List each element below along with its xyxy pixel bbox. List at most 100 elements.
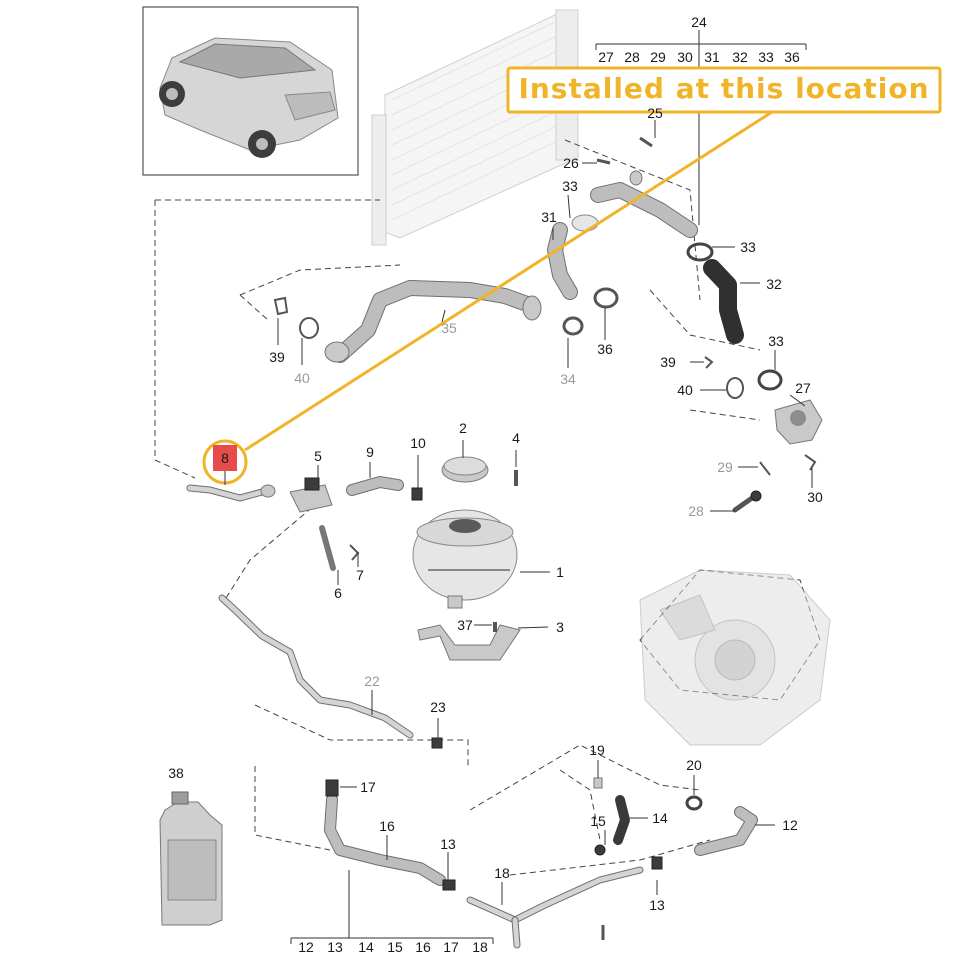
label-6: 6 [334,585,342,601]
label-37: 37 [457,617,473,633]
valve-5 [289,477,333,513]
label-28: 28 [688,503,704,519]
label-3: 3 [556,619,564,635]
label-15-group: 15 [387,939,403,955]
label-22: 22 [364,673,380,689]
label-25: 25 [647,105,663,121]
label-15: 15 [590,813,606,829]
label-14: 14 [652,810,668,826]
clamp-20 [685,795,703,811]
vehicle-thumbnail [142,6,359,176]
engine-icon [639,569,831,746]
label-38: 38 [168,765,184,781]
label-13-b: 13 [649,897,665,913]
label-36: 36 [597,341,613,357]
label-24: 24 [691,14,707,30]
ring-40 [299,317,744,399]
clip-30 [804,454,817,471]
location-callout: Installed at this location 8 [202,66,942,485]
hose-9 [346,476,404,496]
label-39-right: 39 [660,354,676,370]
label-29: 29 [717,459,733,475]
label-34: 34 [560,371,576,387]
label-30: 30 [807,489,823,505]
label-23: 23 [430,699,446,715]
label-30-group: 30 [677,49,693,65]
label-7: 7 [356,567,364,583]
label-1: 1 [556,564,564,580]
hose-35 [324,280,542,363]
label-2: 2 [459,420,467,436]
label-12-group: 12 [298,939,314,955]
label-13-group: 13 [327,939,343,955]
label-27: 27 [795,380,811,396]
hose-24 [590,170,698,238]
highlight-box [213,445,237,471]
label-10: 10 [410,435,426,451]
label-16-group: 16 [415,939,431,955]
label-17-group: 17 [443,939,459,955]
label-4: 4 [512,430,520,446]
screw-26 [596,158,611,165]
hose-16 [324,794,446,886]
clip-10 [411,487,423,501]
label-5: 5 [314,448,322,464]
label-39-left: 39 [269,349,285,365]
label-20: 20 [686,757,702,773]
callout-box [506,66,942,114]
hose-8 [186,484,276,502]
label-31-group: 31 [704,49,720,65]
hose-32 [703,259,744,344]
hose-12 [694,806,758,856]
label-31: 31 [541,209,557,225]
clamp-15 [594,844,606,856]
hose-14 [613,795,630,845]
clamp-33-mid [757,369,783,391]
label-9: 9 [366,444,374,460]
clamp-33-top [686,242,714,262]
car-icon [159,37,339,158]
label-8: 8 [221,450,229,466]
tank-icon [412,509,518,609]
connector-27 [774,399,823,445]
label-32: 32 [766,276,782,292]
cap-2 [441,456,489,483]
assembly-outlines [154,139,821,876]
label-27-group: 27 [598,49,614,65]
bracket-3 [417,624,521,661]
bracket-6 [319,525,336,571]
clamp-13 [442,856,663,891]
clip-29 [759,461,771,476]
clamp-19 [593,777,603,789]
label-35: 35 [441,320,457,336]
bottle-icon [159,791,223,926]
label-16: 16 [379,818,395,834]
screw-25 [639,136,653,148]
clamp-34 [562,316,584,336]
label-33-c: 33 [768,333,784,349]
label-33-b: 33 [740,239,756,255]
label-13-a: 13 [440,836,456,852]
clip-39 [273,296,714,369]
label-18: 18 [494,865,510,881]
clamp-23 [431,737,443,749]
label-17: 17 [360,779,376,795]
label-26: 26 [563,155,579,171]
label-36-group: 36 [784,49,800,65]
label-12: 12 [782,817,798,833]
label-33-a: 33 [562,178,578,194]
callout-text: Installed at this location [518,72,929,105]
label-14-group: 14 [358,939,374,955]
label-19: 19 [589,742,605,758]
pipe-22 [218,594,414,739]
clip-7 [349,544,360,561]
label-32-group: 32 [732,49,748,65]
pipe-18 [466,866,644,949]
label-40-left: 40 [294,370,310,386]
part-labels: 24 27 28 29 30 31 32 33 36 25 26 33 31 3… [168,14,823,955]
label-40-right: 40 [677,382,693,398]
clamp-36 [593,287,619,309]
label-29-group: 29 [650,49,666,65]
label-28-group: 28 [624,49,640,65]
